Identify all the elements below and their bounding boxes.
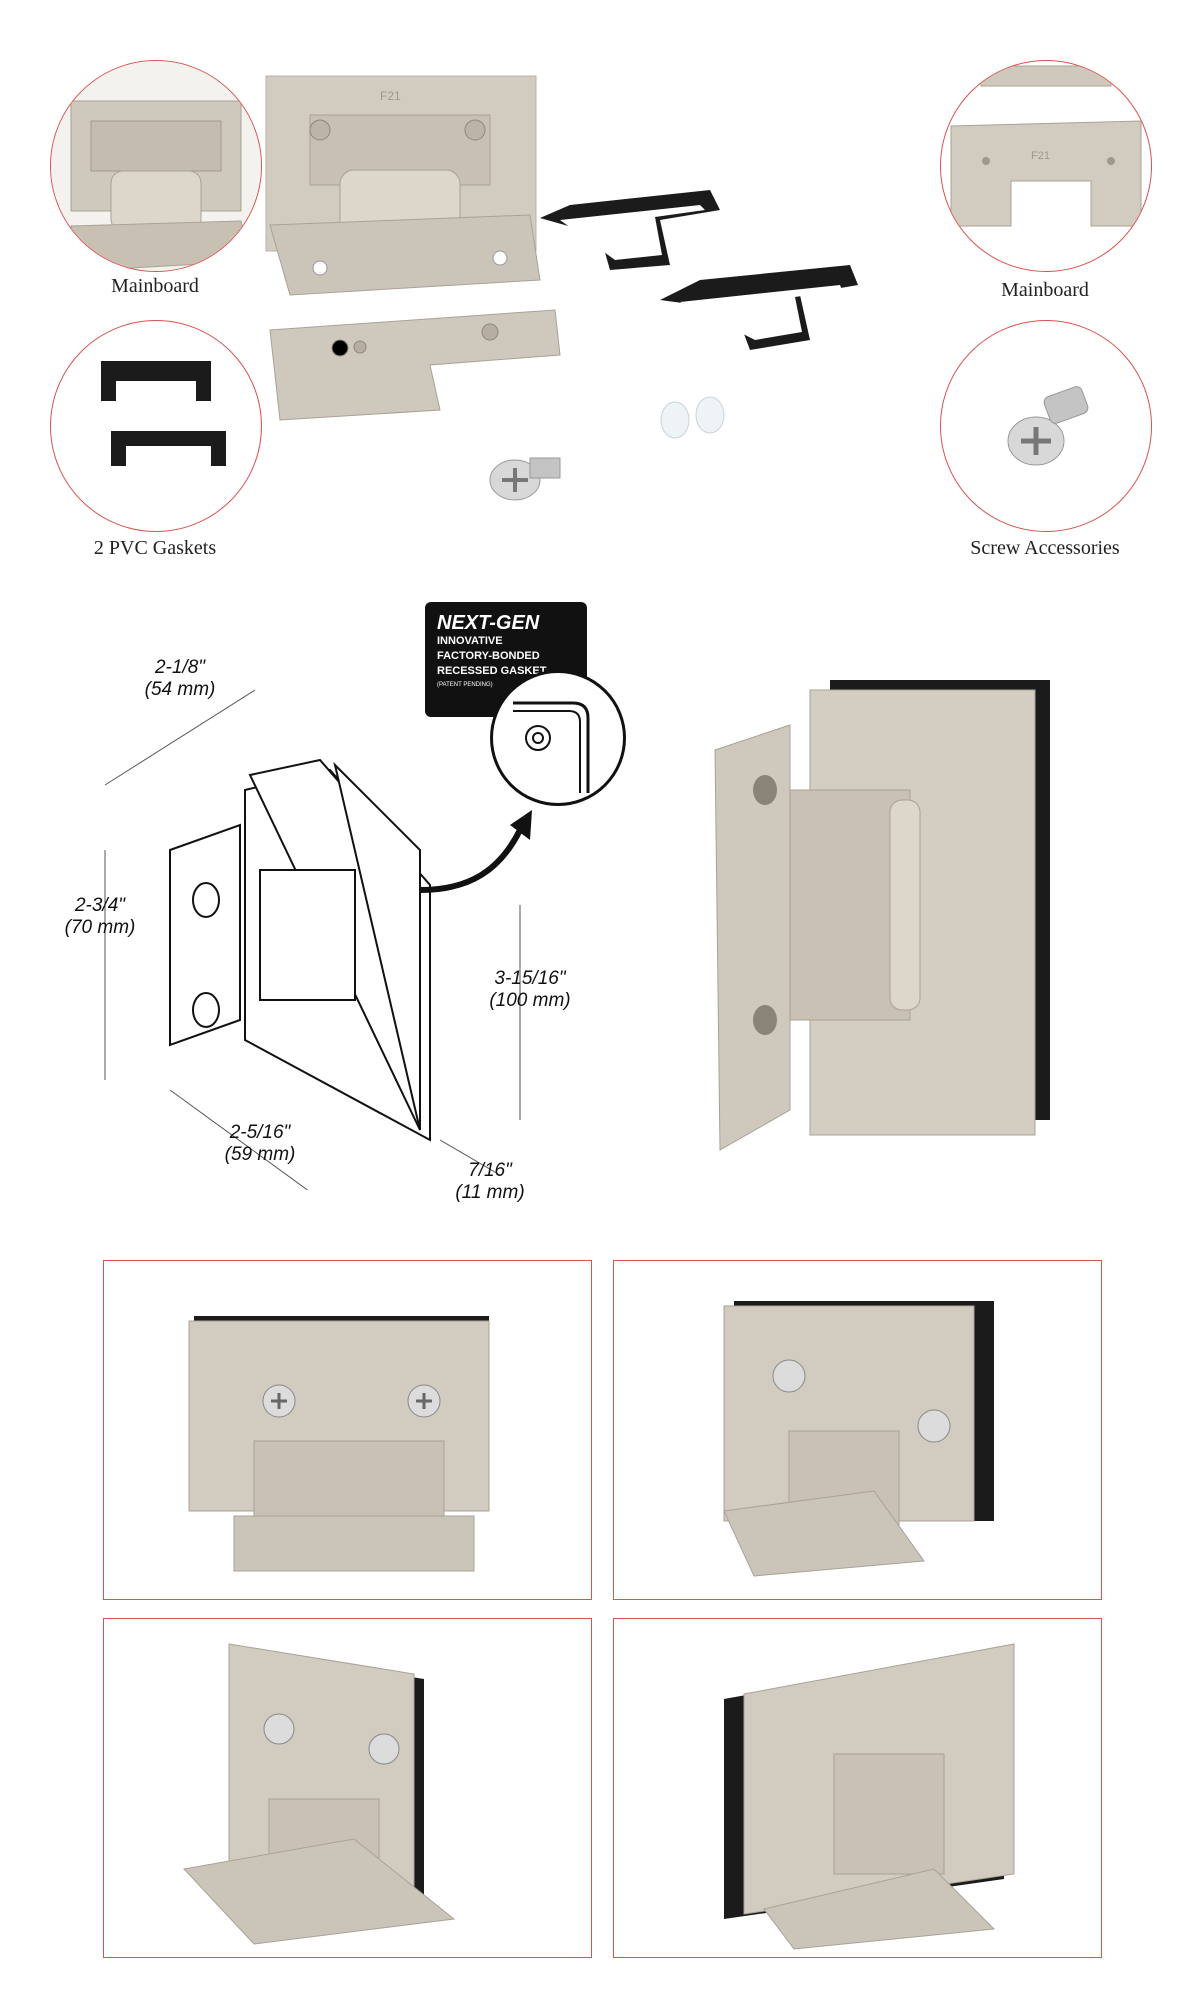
dim-right: 3-15/16" (100 mm) (465, 968, 595, 1012)
badge-line2: FACTORY-BONDED (437, 650, 540, 662)
badge-line3: RECESSED GASKET (437, 665, 547, 677)
dim-top-imperial: 2-1/8" (154, 657, 206, 678)
dim-top: 2-1/8" (54 mm) (120, 657, 240, 701)
dim-left-imperial: 2-3/4" (74, 895, 126, 916)
dim-thickness: 7/16" (11 mm) (440, 1160, 540, 1204)
badge-note: (PATENT PENDING) (437, 682, 493, 688)
gasket-callout-circle (490, 670, 626, 806)
caption-mainboard-left: Mainboard (111, 275, 199, 297)
hinge-parts-photo: F21 (265, 75, 858, 501)
dim-thickness-metric: (11 mm) (455, 1182, 525, 1203)
dim-right-imperial: 3-15/16" (494, 968, 566, 989)
dim-bottom-metric: (59 mm) (224, 1144, 296, 1165)
dim-thickness-imperial: 7/16" (468, 1160, 512, 1181)
dim-left-metric: (70 mm) (64, 917, 136, 938)
mainboard-left-circle (50, 60, 262, 272)
dim-top-metric: (54 mm) (144, 679, 216, 700)
hinge-assembled-photo (714, 680, 1050, 1151)
plate-engraving: F21 (380, 89, 401, 103)
screw-icon (489, 457, 561, 501)
mainboard-right-circle: F21 (940, 60, 1152, 272)
gaskets-circle (50, 320, 262, 532)
badge-title: NEXT-GEN (437, 612, 540, 634)
dim-left: 2-3/4" (70 mm) (45, 895, 155, 939)
caption-mainboard-right: Mainboard (1001, 279, 1089, 301)
svg-text:F21: F21 (1031, 150, 1050, 162)
dim-right-metric: (100 mm) (489, 990, 571, 1011)
gallery-photo-1 (103, 1260, 592, 1600)
badge-line1: INNOVATIVE (437, 635, 503, 647)
caption-gaskets: 2 PVC Gaskets (93, 537, 217, 559)
dim-bottom: 2-5/16" (59 mm) (200, 1122, 320, 1166)
gallery-photo-2 (613, 1260, 1102, 1600)
dim-bottom-imperial: 2-5/16" (229, 1122, 291, 1143)
gallery-photo-4 (613, 1618, 1102, 1958)
screws-circle (940, 320, 1152, 532)
accessories-section: F21 (0, 0, 1200, 570)
caption-screws: Screw Accessories (970, 537, 1120, 559)
gallery-photo-3 (103, 1618, 592, 1958)
dimension-diagram-section: 2-1/8" (54 mm) 2-3/4" (70 mm) 3-15/16" (… (0, 590, 1200, 1230)
hinge-line-drawing (104, 689, 532, 1190)
